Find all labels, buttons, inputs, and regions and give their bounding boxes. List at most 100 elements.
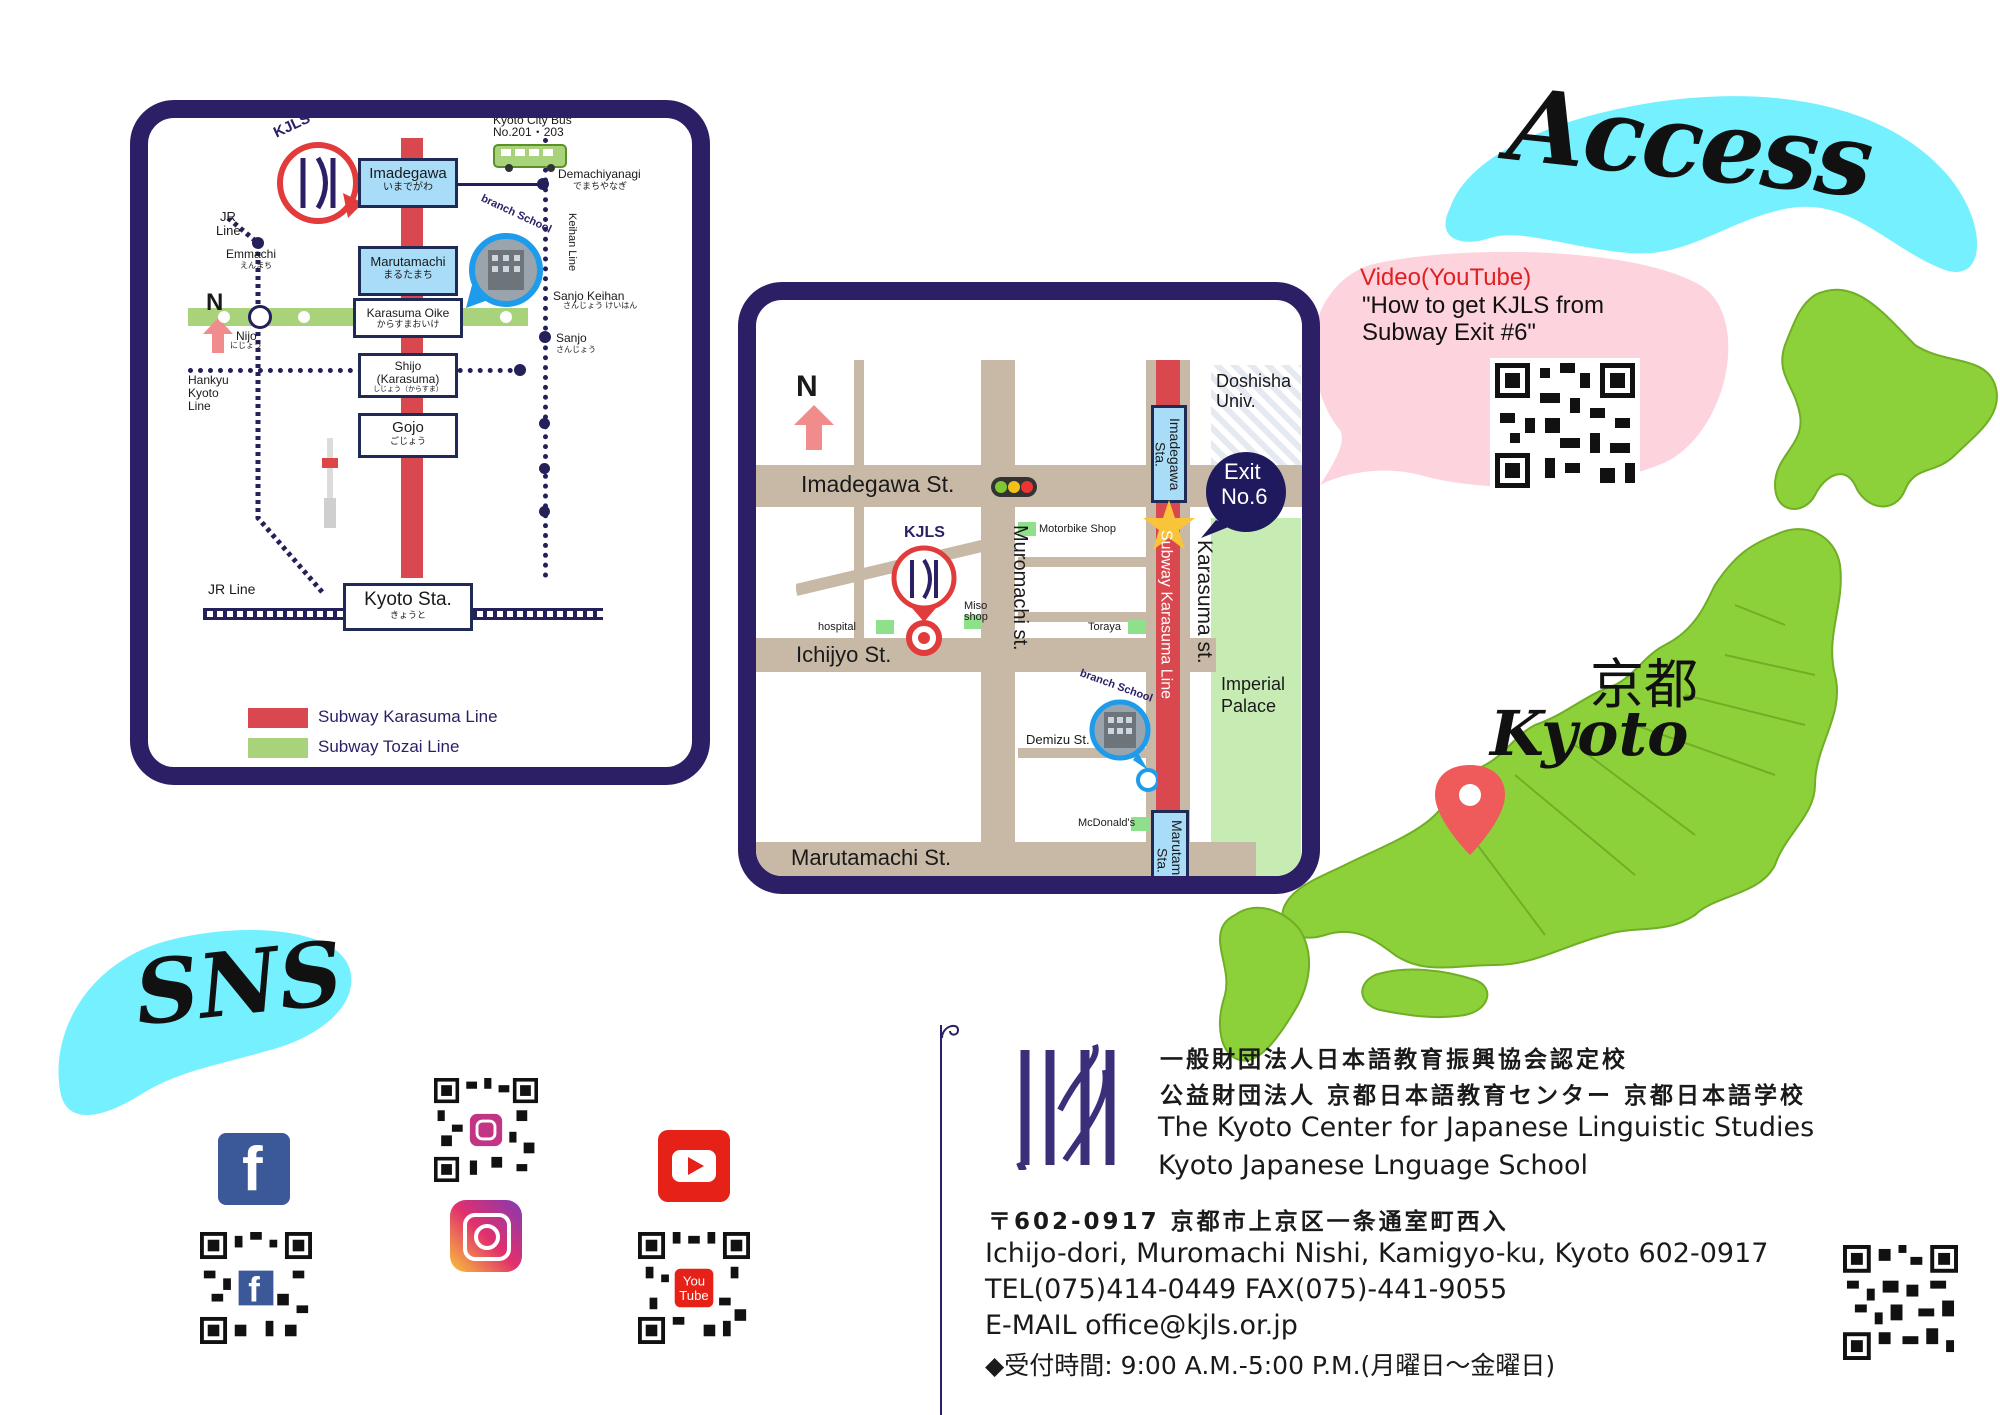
info-divider-curl-icon — [941, 1024, 960, 1039]
info-divider — [940, 1025, 942, 1415]
marutamachi-station: Marutamachi まるたまち — [358, 246, 458, 296]
legend-karasuma-swatch — [248, 708, 308, 728]
exit-label2: No.6 — [1221, 484, 1268, 509]
imperial-palace-label1: Imperial — [1221, 674, 1286, 694]
keihan-dot — [539, 418, 550, 429]
hokkaido-shape — [1773, 288, 1998, 510]
video-title-line1: "How to get KJLS from — [1362, 292, 1604, 319]
demizu-label: Demizu St. — [1026, 732, 1090, 747]
tozai-station-dot — [218, 311, 230, 323]
bus-label-line2: No.201・203 — [493, 125, 564, 139]
hankyu-label2: Kyoto — [188, 386, 219, 400]
tozai-station-dot — [298, 311, 310, 323]
emmachi-label: Emmachi — [226, 247, 277, 261]
shijo-label-sub: (Karasuma) — [376, 372, 440, 387]
kyoto-pin-icon — [1435, 765, 1505, 855]
keihan-dot — [539, 463, 550, 474]
jr-line-label: JR Line — [208, 581, 256, 597]
imperial-palace-area — [1211, 518, 1301, 876]
mcdonalds-marker — [1131, 817, 1149, 831]
toraya-label: Toraya — [1088, 621, 1122, 633]
hankyu-label3: Line — [188, 399, 211, 413]
facebook-qr-code[interactable]: f — [200, 1232, 312, 1344]
mcdonalds-label: McDonald's — [1078, 817, 1136, 829]
postal-address-jp: 〒602-0917 京都市上京区一条通室町西入 — [988, 1209, 1509, 1235]
imperial-palace-label2: Palace — [1221, 696, 1277, 716]
bus-route — [423, 183, 548, 186]
route-north-label: N — [206, 289, 224, 316]
legend-karasuma-label: Subway Karasuma Line — [318, 707, 498, 726]
youtube-play-icon — [688, 1157, 704, 1175]
street-branch-school-icon — [1089, 699, 1158, 792]
street-address: Ichijo-dori, Muromachi Nishi, Kamigyo-ku… — [985, 1238, 1769, 1269]
youtube-button[interactable] — [658, 1130, 730, 1202]
route-map-frame: KJLS Kyoto City Bus No.201・203 Imadegawa… — [130, 100, 710, 785]
bus-icon — [493, 144, 567, 172]
sanjo-keihan-label: Sanjo Keihan — [553, 289, 625, 303]
motorbike-shop-marker — [1018, 522, 1036, 536]
doshisha-label1: Doshisha — [1216, 371, 1292, 391]
legend-tozai-label: Subway Tozai Line — [318, 737, 460, 756]
imadegawa-sta-label: Imadegawa Sta. — [1152, 417, 1183, 491]
jr-line-top-label2: Line — [216, 223, 241, 238]
hankyu-label1: Hankyu — [188, 373, 229, 387]
ichijyo-label: Ichijyo St. — [796, 642, 892, 667]
marutamachi-sta-label: Marutamachi Sta. — [1154, 819, 1185, 894]
motorbike-shop-label: Motorbike Shop — [1039, 523, 1117, 535]
youtube-qr-code[interactable]: You Tube — [638, 1232, 750, 1344]
video-qr-code[interactable] — [1490, 358, 1640, 493]
marutamachi-station-label: Marutamachi — [370, 254, 446, 269]
school-website-qr-code[interactable] — [1843, 1245, 1958, 1360]
school-foundation-name: 公益財団法人 京都日本語教育センター 京都日本語学校 — [1160, 1083, 1807, 1109]
school-language-name: Kyoto Japanese Lnguage School — [1158, 1150, 1589, 1181]
instagram-qr-code[interactable] — [434, 1078, 538, 1182]
shijo-jp: しじょう（からすま） — [373, 386, 443, 394]
kjls-logo — [277, 142, 363, 224]
exit-badge — [1201, 452, 1286, 538]
school-accreditation: 一般財団法人日本語教育振興協会認定校 — [1160, 1047, 1628, 1073]
legend-tozai-swatch — [248, 738, 308, 758]
facebook-button[interactable]: f — [218, 1133, 290, 1205]
email-address[interactable]: E-MAIL office@kjls.or.jp — [985, 1310, 1298, 1341]
nijo-dot — [248, 305, 272, 329]
phone-fax: TEL(075)414-0449 FAX(075)-441-9055 — [985, 1274, 1508, 1305]
miso-shop-label2: shop — [964, 611, 988, 623]
sanjo-keihan-jp: さんじょう けいはん — [563, 301, 638, 310]
instagram-button[interactable] — [450, 1200, 522, 1272]
bus-label-line1: Kyoto City Bus — [493, 113, 572, 127]
sanjo-dot — [539, 331, 551, 343]
jr-line-top-label1: JR — [220, 209, 236, 224]
exit-star-icon — [1143, 500, 1195, 550]
imadegawa-station-label: Imadegawa — [369, 165, 447, 182]
imadegawa-station: Imadegawa いまでがわ — [358, 158, 458, 208]
demachiyanagi-label: Demachiyanagi — [558, 167, 641, 181]
karasuma-oike-station: Karasuma Oike からすまおいけ — [353, 298, 463, 338]
street-north-arrow-icon — [794, 405, 834, 450]
gojo-jp: ごじょう — [389, 435, 426, 446]
honshu-shape — [1281, 528, 1842, 969]
marutamachi-st-label: Marutamachi St. — [791, 845, 952, 870]
youtube-qr-badge-line2: Tube — [679, 1288, 708, 1303]
imadegawa-sta-box: Imadegawa Sta. — [1151, 405, 1187, 503]
kjls-marker-label: KJLS — [904, 524, 945, 541]
keihan-line — [543, 138, 548, 578]
keihan-dot — [539, 506, 550, 517]
hankyu-line — [188, 368, 523, 373]
sanjo-label: Sanjo — [556, 331, 587, 345]
nijo-label: Nijo — [236, 329, 257, 343]
sns-cyan-blob — [58, 930, 352, 1115]
kyoto-label-jp: 京都 — [1590, 653, 1698, 716]
route-north-arrow-icon — [203, 318, 233, 353]
kjls-marker-icon — [891, 545, 957, 656]
imadegawa-st-label: Imadegawa St. — [801, 471, 955, 497]
kyoto-station-label: Kyoto Sta. — [364, 589, 452, 610]
shijo-station: Shijo (Karasuma) しじょう（からすま） — [358, 353, 458, 398]
school-english-name: The Kyoto Center for Japanese Linguistic… — [1158, 1112, 1815, 1143]
demachiyanagi-dot — [537, 178, 549, 190]
kjls-school-logo — [1016, 1044, 1115, 1170]
video-label[interactable]: Video(YouTube) — [1360, 264, 1532, 291]
demachiyanagi-jp: でまちやなぎ — [573, 181, 628, 191]
street-map-frame: N Doshisha Univ. Imadegawa St. Imadegawa… — [738, 282, 1320, 894]
subway-line-label: Subway Karasuma Line — [1157, 530, 1175, 699]
video-title-line2: Subway Exit #6" — [1362, 319, 1536, 346]
